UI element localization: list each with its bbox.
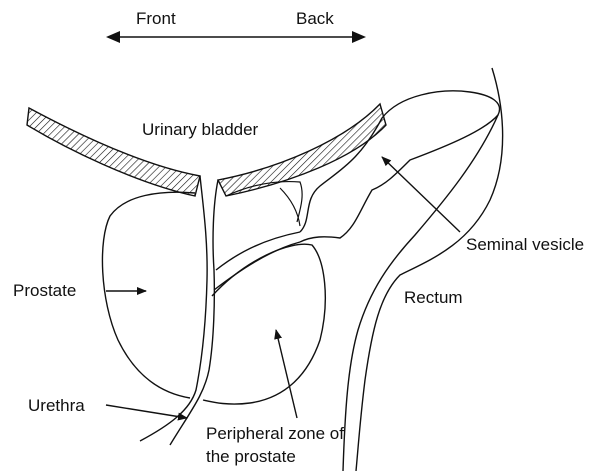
front-label: Front [136, 9, 176, 29]
urethra-label: Urethra [28, 396, 85, 416]
back-label: Back [296, 9, 334, 29]
peripheral-zone-outline [203, 244, 325, 404]
urinary-bladder-label: Urinary bladder [142, 120, 258, 140]
peripheral-zone-label-line2: the prostate [206, 445, 344, 468]
arrowhead-right-icon [352, 31, 366, 43]
peripheral-zone-label: Peripheral zone of the prostate [206, 422, 344, 468]
prostate-label: Prostate [13, 281, 76, 301]
orientation-arrow [106, 31, 366, 43]
rectum-label: Rectum [404, 288, 463, 308]
peripheral-zone-pointer-arrow [276, 330, 297, 418]
urethra-right-line [170, 180, 218, 445]
arrowhead-left-icon [106, 31, 120, 43]
seminal-vesicle-label: Seminal vesicle [466, 235, 584, 255]
ejaculatory-duct-lower [214, 242, 300, 290]
peripheral-zone-label-line1: Peripheral zone of [206, 422, 344, 445]
urethra-pointer-arrow [106, 405, 187, 418]
prostate-outline [102, 192, 195, 398]
ejaculatory-duct-upper [216, 232, 300, 270]
